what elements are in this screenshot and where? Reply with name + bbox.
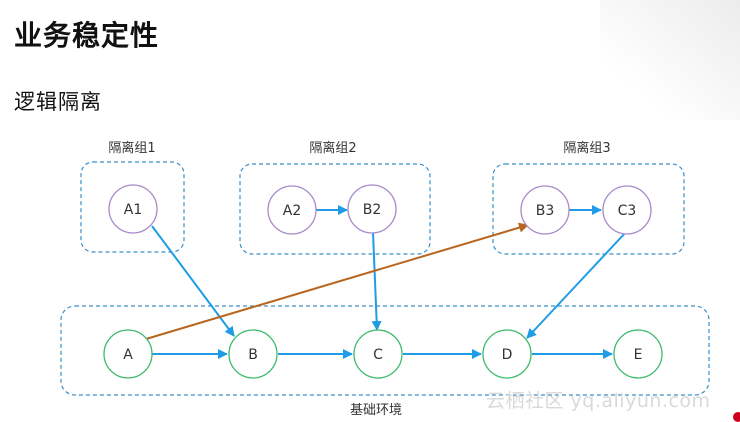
node-c3 (602, 185, 652, 235)
group-label-2: 隔离组2 (309, 140, 356, 156)
node-c3-label: C3 (618, 203, 637, 219)
node-b (228, 329, 278, 379)
node-a2 (267, 185, 317, 235)
node-c (353, 329, 403, 379)
slide-subtitle: 逻辑隔离 (14, 90, 102, 114)
group-label-1: 隔离组1 (108, 140, 155, 156)
edge-c3-d (526, 230, 628, 339)
group-label-base: 基础环境 (350, 403, 402, 418)
edge-b2-c (371, 231, 382, 331)
node-b2-label: B2 (363, 202, 382, 218)
node-a1-label: A1 (124, 202, 142, 218)
node-b2 (347, 184, 397, 234)
group-label-3: 隔离组3 (563, 140, 610, 156)
node-b3-label: B3 (536, 203, 555, 219)
node-a-label: A (123, 347, 133, 363)
slide-title: 业务稳定性 (14, 19, 160, 52)
node-a (103, 329, 153, 379)
corner-dot (733, 412, 740, 422)
node-a1 (108, 184, 158, 234)
node-d-label: D (502, 347, 513, 363)
edge-a-b3 (145, 222, 529, 340)
node-e (613, 329, 663, 379)
node-e-label: E (634, 347, 643, 363)
node-b-label: B (248, 347, 258, 363)
node-a2-label: A2 (283, 203, 301, 219)
group-box-base (60, 305, 710, 396)
corner-shade (600, 0, 740, 120)
watermark: 云栖社区 yq.aliyun.com (486, 390, 711, 412)
edge-a1-b (151, 225, 235, 337)
group-box-3 (492, 163, 685, 255)
node-d (482, 329, 532, 379)
node-b3 (520, 185, 570, 235)
node-c-label: C (373, 347, 383, 363)
group-box-2 (239, 163, 431, 255)
